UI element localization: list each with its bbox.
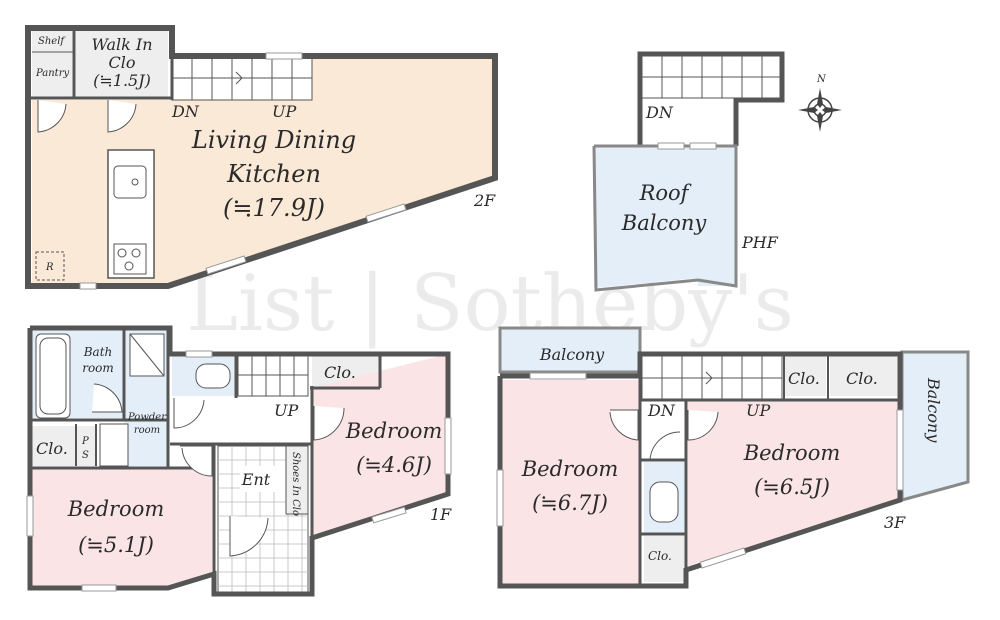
toilet-3f bbox=[649, 481, 679, 523]
washbasin bbox=[99, 423, 129, 467]
walls-phf bbox=[637, 51, 785, 146]
door-bed-right bbox=[313, 406, 345, 441]
door-wic bbox=[107, 100, 137, 133]
label-bed-left-2: (≒5.1J) bbox=[78, 533, 154, 557]
stairs-1f bbox=[237, 353, 309, 397]
ps-floor bbox=[76, 426, 96, 466]
label-balcony-top: Balcony bbox=[539, 345, 605, 364]
label-powder-2: room bbox=[134, 425, 160, 436]
label-ldk-2: Kitchen bbox=[226, 160, 321, 188]
walls-3f bbox=[497, 351, 903, 589]
fridge bbox=[35, 251, 65, 281]
stove bbox=[113, 243, 147, 275]
sink bbox=[113, 165, 147, 199]
label-powder-1: Powder bbox=[127, 412, 167, 423]
label-3f-bed-left-2: (≒6.7J) bbox=[532, 491, 608, 515]
floor-3f: Balcony Balcony DN UP Clo. Clo. Clo. Bed… bbox=[496, 326, 970, 589]
label-ldk-1: Living Dining bbox=[191, 126, 356, 154]
label-phf: PHF bbox=[741, 233, 779, 252]
label-ldk-3: (≒17.9J) bbox=[223, 194, 325, 222]
label-3f-clo3: Clo. bbox=[648, 549, 672, 563]
label-balcony-right: Balcony bbox=[924, 377, 943, 443]
clo1-3f-floor bbox=[784, 356, 826, 396]
stairs-phf bbox=[641, 55, 781, 99]
label-1f: 1F bbox=[430, 505, 452, 524]
label-3f-dn: DN bbox=[647, 401, 676, 420]
label-ps-2: S bbox=[82, 450, 89, 461]
label-bed-left-1: Bedroom bbox=[67, 497, 165, 521]
bedroom-right-floor bbox=[312, 354, 448, 536]
door-3f-toilet bbox=[649, 431, 681, 461]
door-bath bbox=[92, 383, 123, 413]
balcony-top-floor bbox=[498, 326, 642, 374]
label-3f-bed-left-1: Bedroom bbox=[521, 457, 619, 481]
door-3f-left bbox=[609, 409, 639, 441]
shoes-closet-floor bbox=[285, 445, 309, 515]
stairs-2f bbox=[171, 55, 313, 101]
label-shelf: Shelf bbox=[38, 36, 66, 47]
clo-left-floor bbox=[32, 426, 76, 466]
label-bed-right-2: (≒4.6J) bbox=[356, 453, 432, 477]
windows-3f bbox=[496, 372, 904, 569]
label-2f-dn: DN bbox=[171, 102, 200, 121]
label-3f-up: UP bbox=[746, 401, 770, 420]
label-shoes: Shoes In Clo bbox=[290, 452, 301, 516]
label-ent: Ent bbox=[241, 470, 271, 489]
window-phf bbox=[657, 142, 685, 150]
windows-1f bbox=[26, 350, 452, 592]
label-bed-right-1: Bedroom bbox=[345, 419, 443, 443]
label-bath-2: room bbox=[82, 361, 114, 375]
pantry-floor bbox=[32, 30, 72, 98]
floor-2f: Shelf Pantry Walk In Clo (≒1.5J) DN UP L… bbox=[25, 25, 498, 290]
label-2f: 2F bbox=[473, 191, 496, 210]
label-roof-2: Balcony bbox=[621, 211, 708, 235]
roof-balcony-floor bbox=[594, 146, 736, 288]
door-entrance bbox=[229, 516, 269, 557]
windows-2f bbox=[79, 52, 407, 290]
bedroom-left-floor bbox=[32, 468, 212, 586]
clo3-3f-floor bbox=[644, 536, 686, 582]
bathtub bbox=[35, 333, 71, 419]
label-bath-1: Bath bbox=[83, 345, 113, 359]
label-walkin-2: Clo bbox=[109, 53, 136, 72]
stairs-3f bbox=[641, 355, 783, 401]
label-fridge: R bbox=[45, 262, 54, 273]
label-ps-1: P bbox=[81, 436, 89, 447]
door-toilet bbox=[173, 398, 205, 429]
label-walkin-3: (≒1.5J) bbox=[93, 71, 151, 90]
label-clo-right: Clo. bbox=[324, 363, 356, 382]
label-3f: 3F bbox=[884, 513, 906, 532]
door-pantry bbox=[37, 100, 67, 133]
window-phf-2 bbox=[689, 142, 717, 150]
walkin-floor bbox=[76, 30, 168, 98]
floor-1f: Bath room Powder room Clo. P S UP Clo. B… bbox=[26, 325, 452, 597]
toilet-1f bbox=[195, 363, 231, 389]
label-3f-bed-right-2: (≒6.5J) bbox=[754, 475, 830, 499]
door-bed-left bbox=[180, 445, 213, 477]
floor-phf: DN Roof Balcony PHF bbox=[592, 51, 785, 292]
walls-1f bbox=[27, 325, 451, 597]
label-walkin-1: Walk In bbox=[91, 35, 152, 54]
label-pantry: Pantry bbox=[35, 68, 69, 79]
door-3f-right bbox=[687, 410, 719, 441]
label-clo-left: Clo. bbox=[36, 439, 68, 458]
bedroom-3f-right-floor bbox=[688, 400, 898, 566]
label-2f-up: UP bbox=[272, 102, 296, 121]
compass-north: N bbox=[816, 74, 827, 85]
clo2-3f-floor bbox=[830, 356, 898, 396]
label-3f-clo2: Clo. bbox=[846, 369, 878, 388]
compass-icon: N bbox=[798, 74, 842, 132]
label-roof-1: Roof bbox=[639, 181, 692, 205]
label-1f-up: UP bbox=[274, 401, 298, 420]
label-3f-bed-right-1: Bedroom bbox=[743, 441, 841, 465]
label-3f-clo1: Clo. bbox=[788, 369, 820, 388]
label-phf-dn: DN bbox=[645, 103, 674, 122]
